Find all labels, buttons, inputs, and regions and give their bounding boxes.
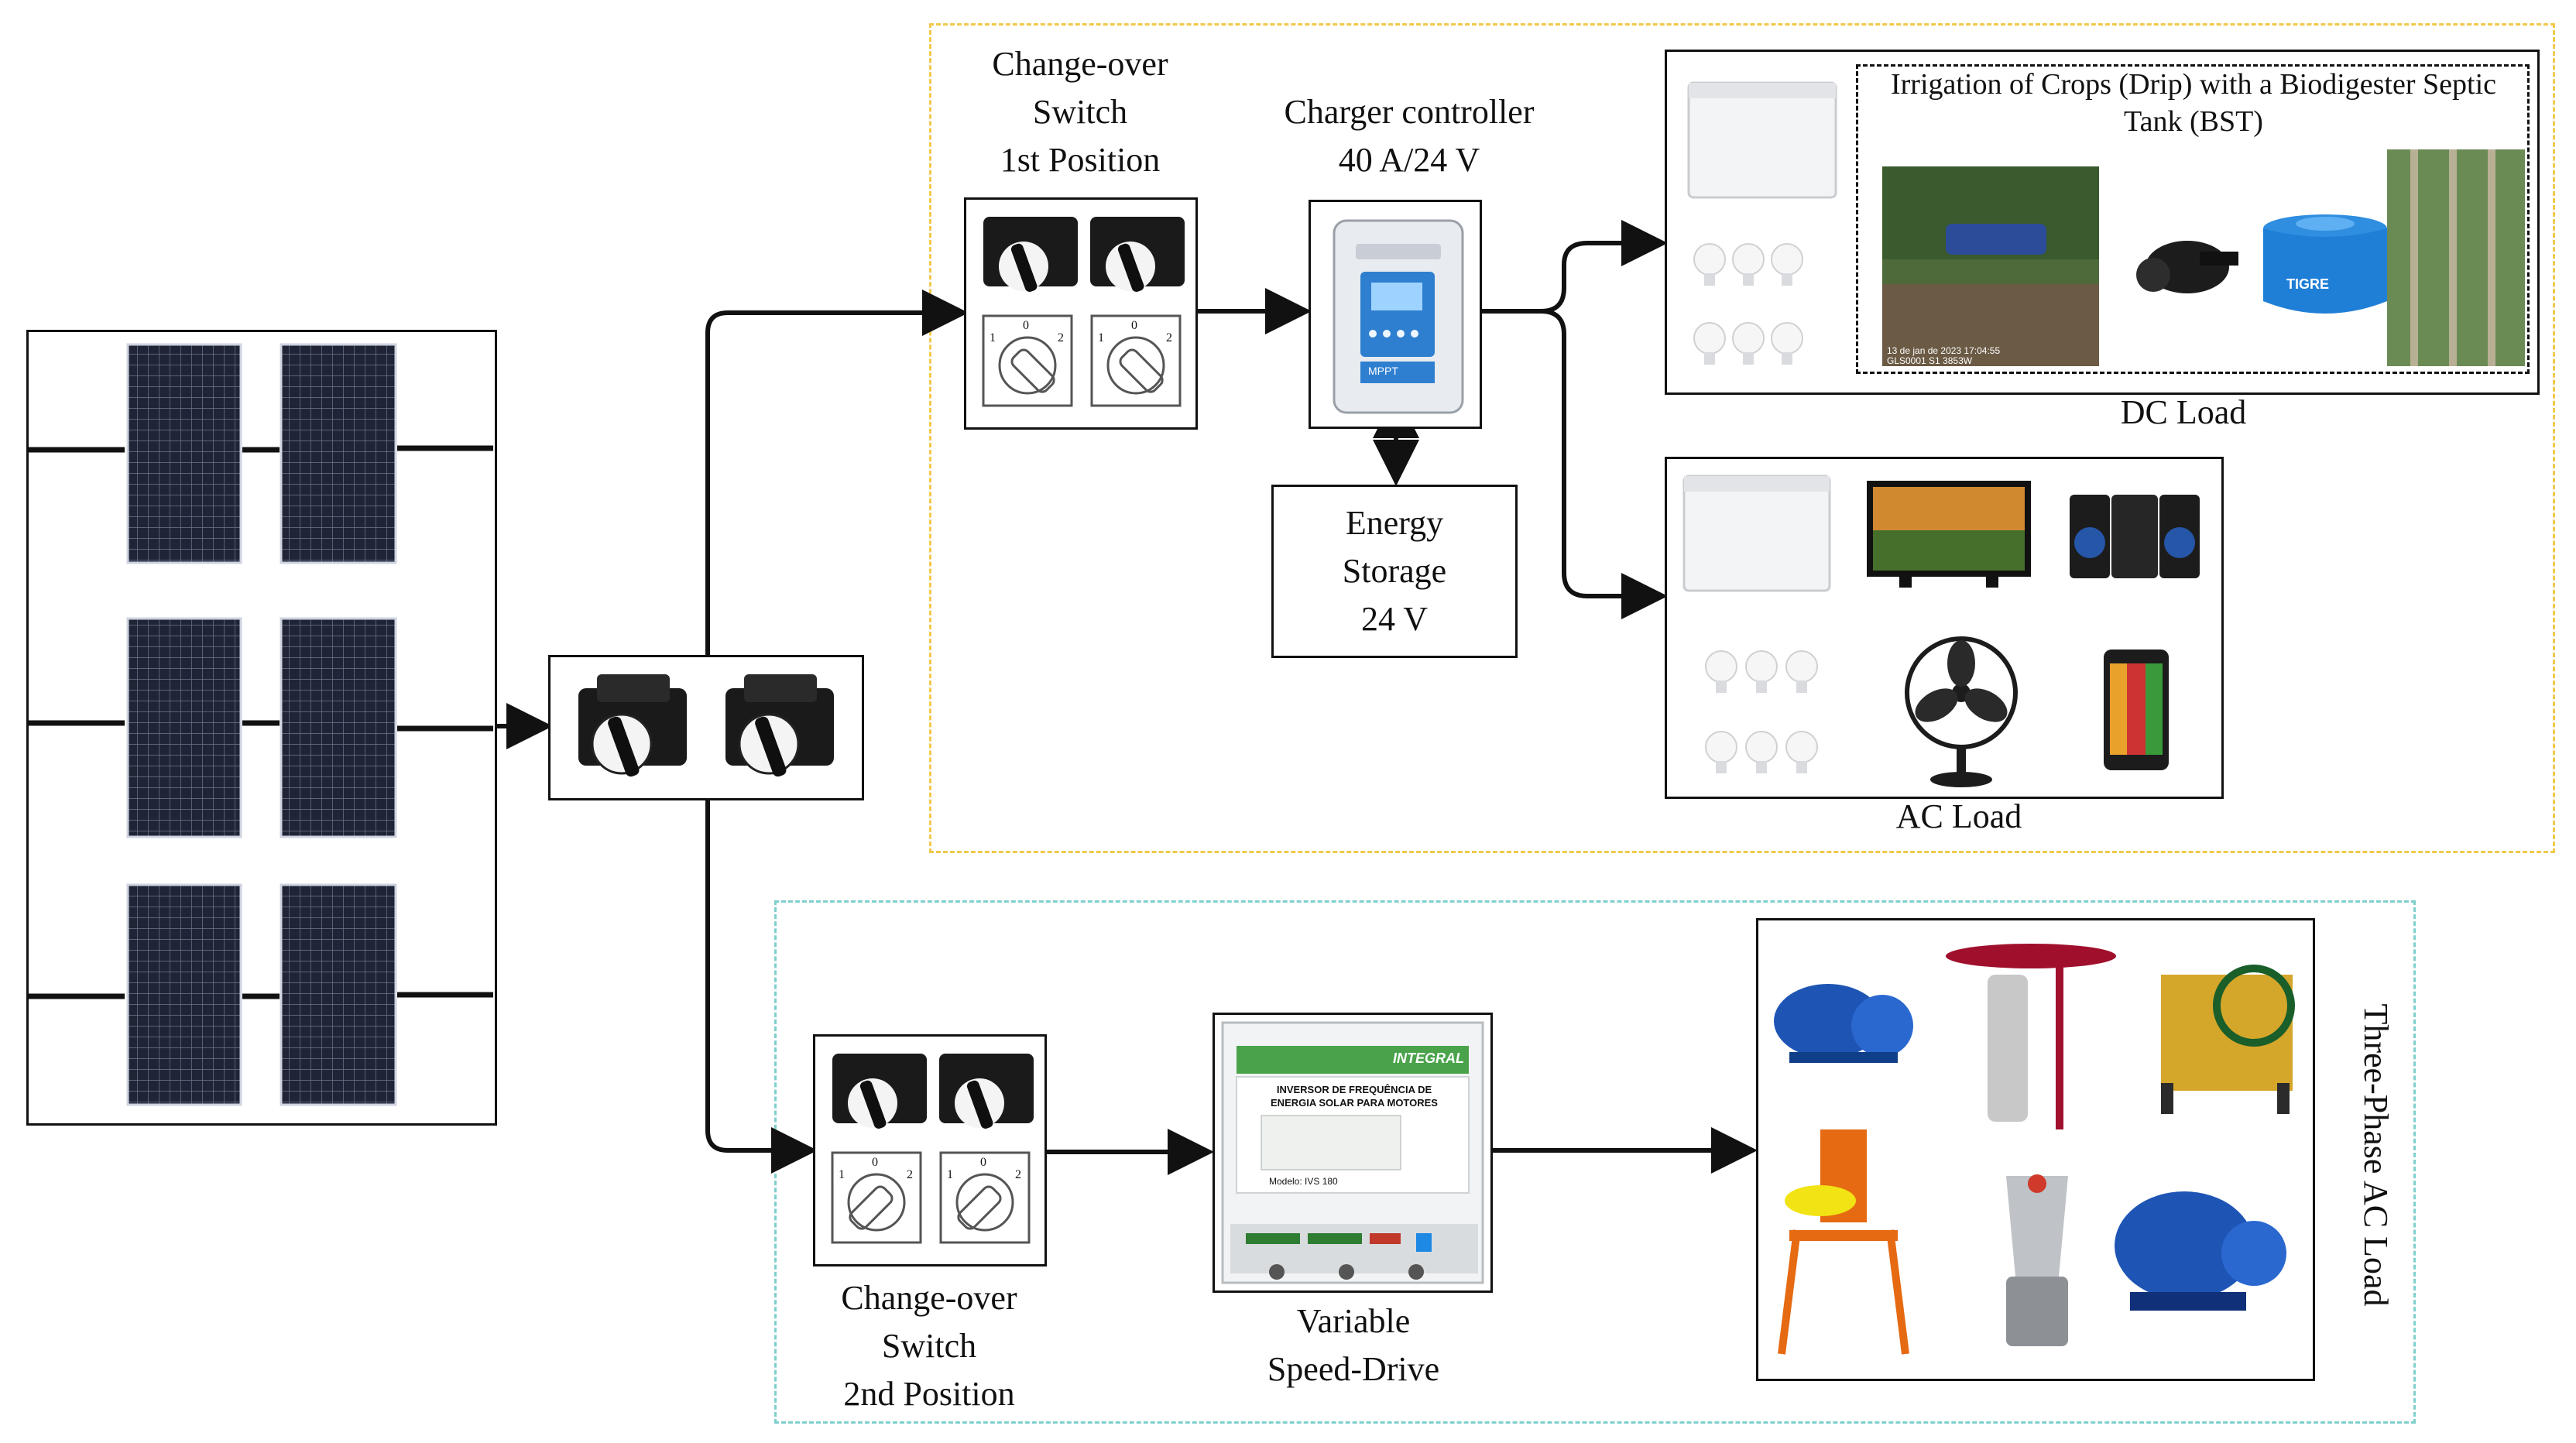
grain-mill-icon	[1778, 1129, 1909, 1355]
storage-label-line-2: Storage	[1342, 552, 1447, 590]
charger-label: Charger controller 40 A/24 V	[1254, 88, 1564, 184]
forage-chopper-icon	[2161, 965, 2295, 1114]
centrifugal-pump-icon	[1774, 984, 1913, 1063]
cos2-dial-1-zero: 0	[872, 1156, 878, 1169]
pv-array-box	[26, 330, 497, 1126]
vsd-model: Modelo: IVS 180	[1269, 1176, 1338, 1187]
cos2-dial-2-left: 1	[947, 1168, 953, 1181]
sugarcane-mill-icon	[1946, 944, 2116, 1129]
storage-label-line-1: Energy	[1345, 504, 1444, 542]
photo-stamp-line-1: 13 de jan de 2023 17:04:55	[1887, 345, 2001, 356]
main-rotary-switch-box	[548, 655, 864, 800]
storage-label-line-3: 24 V	[1361, 600, 1428, 638]
cos1-dial-2-zero: 0	[1131, 319, 1137, 332]
cos1-dial-1-zero: 0	[1023, 319, 1029, 332]
energy-storage-box: Energy Storage 24 V	[1271, 485, 1518, 658]
blender-icon	[2006, 1174, 2068, 1346]
cos2-dial-2-zero: 0	[980, 1156, 986, 1169]
chest-freezer-icon	[1687, 81, 1837, 199]
charger-controller-box: MPPT	[1309, 200, 1482, 429]
cos1-label-line-1: Change-over	[992, 45, 1168, 83]
smartphone-icon	[2104, 650, 2169, 770]
cos1-label-line-3: 1st Position	[1000, 141, 1161, 179]
vsd-box: INTEGRAL INVERSOR DE FREQUÊNCIA DE ENERG…	[1213, 1013, 1493, 1293]
cos1-box: 1 0 2 1 0 2	[964, 197, 1198, 430]
ac-load-label: AC Load	[1895, 797, 2022, 835]
cos2-label-line-3: 2nd Position	[843, 1375, 1015, 1413]
water-tank-icon	[2263, 214, 2387, 314]
energy-storage-label: Energy Storage 24 V	[1274, 499, 1515, 643]
dc-load-appliances	[1687, 81, 2525, 366]
cos2-label-line-1: Change-over	[841, 1279, 1017, 1317]
charge-controller-icon	[1333, 219, 1464, 414]
irrigation-frame	[1856, 64, 2530, 374]
irrigation-label-line-2: Tank (BST)	[2124, 105, 2263, 138]
irrigation-label-line-1: Irrigation of Crops (Drip) with a Biodig…	[1890, 68, 2496, 101]
fan-icon	[1905, 636, 2018, 787]
mppt-text: MPPT	[1368, 365, 1398, 377]
cos2-dial-1-right: 2	[907, 1168, 913, 1181]
cos1-dial-1-left: 1	[990, 331, 996, 344]
electric-motor-icon	[2115, 1191, 2286, 1311]
cos2-dial-1-left: 1	[839, 1168, 845, 1181]
cos1-dial-2-right: 2	[1166, 331, 1172, 344]
cos2-label-line-2: Switch	[881, 1327, 977, 1365]
television-icon	[1867, 481, 2031, 588]
solar-panel-icon	[29, 343, 493, 1106]
charger-label-line-1: Charger controller	[1284, 93, 1535, 131]
vsd-title: INVERSOR DE FREQUÊNCIA DE ENERGIA SOLAR …	[1246, 1083, 1463, 1109]
variable-speed-drive-icon	[1221, 1021, 1484, 1284]
vsd-title-line-2: ENERGIA SOLAR PARA MOTORES	[1271, 1097, 1438, 1109]
three-phase-machines	[1774, 944, 2295, 1355]
rotary-switch-icon	[578, 674, 834, 777]
vsd-label-line-1: Variable	[1296, 1302, 1411, 1340]
vsd-label-line-2: Speed-Drive	[1267, 1350, 1440, 1388]
cos1-dial-2-left: 1	[1098, 331, 1104, 344]
charger-label-line-2: 40 A/24 V	[1338, 141, 1480, 179]
three-phase-load-box	[1756, 918, 2315, 1381]
dc-load-label: DC Load	[2120, 393, 2247, 431]
three-phase-label: Three-Phase AC Load	[2357, 1003, 2395, 1307]
cos2-dial-2-right: 2	[1015, 1168, 1021, 1181]
cos2-box: 1 0 2 1 0 2	[813, 1034, 1047, 1266]
field-photo	[1882, 166, 2099, 366]
cos1-label-line-2: Switch	[1032, 93, 1128, 131]
photo-stamp: 13 de jan de 2023 17:04:55 GLS0001 S1 38…	[1887, 346, 2000, 366]
dc-load-box: Irrigation of Crops (Drip) with a Biodig…	[1665, 50, 2540, 395]
tank-brand-text: TIGRE	[2286, 276, 2330, 292]
irrigation-label: Irrigation of Crops (Drip) with a Biodig…	[1861, 66, 2526, 140]
water-pump-icon	[2136, 241, 2238, 293]
chest-freezer-icon	[1682, 475, 1831, 592]
vsd-title-line-1: INVERSOR DE FREQUÊNCIA DE	[1276, 1084, 1432, 1095]
sound-system-icon	[2070, 495, 2200, 578]
cos1-label: Change-over Switch 1st Position	[952, 40, 1208, 184]
ac-load-box	[1665, 457, 2224, 799]
change-over-switch-icon	[831, 1054, 1034, 1244]
palm-trees-photo	[2387, 149, 2525, 366]
cos1-dial-1-right: 2	[1058, 331, 1064, 344]
cos2-label: Change-over Switch 2nd Position	[801, 1274, 1057, 1418]
vsd-label: Variable Speed-Drive	[1213, 1297, 1494, 1393]
vsd-brand: INTEGRAL	[1393, 1051, 1464, 1066]
dc-ac-group-frame	[929, 23, 2555, 853]
photo-stamp-line-2: GLS0001 S1 3853W	[1887, 355, 1973, 366]
ac-load-appliances	[1682, 475, 2200, 787]
change-over-switch-icon	[982, 217, 1185, 407]
